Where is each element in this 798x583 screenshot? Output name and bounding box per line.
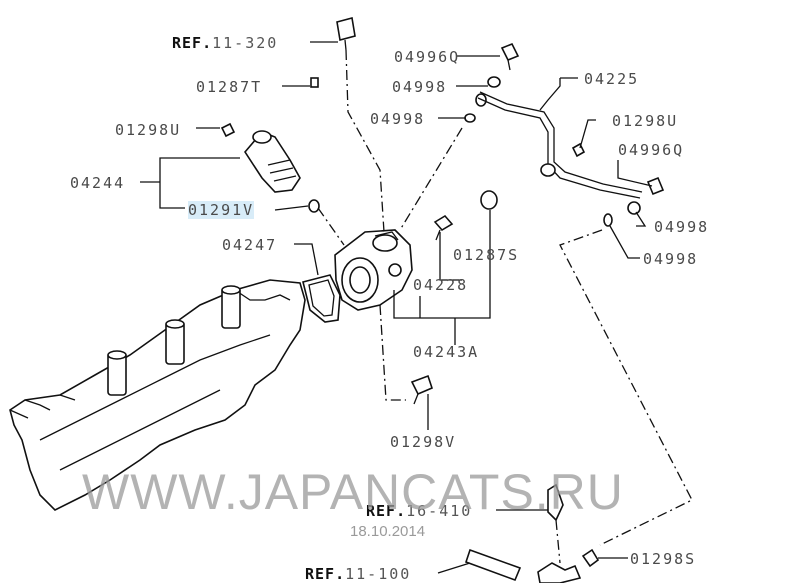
part-label-04996q[interactable]: 04996Q — [394, 48, 461, 66]
date-stamp: 18.10.2014 — [350, 523, 426, 540]
part-label-04243a[interactable]: 04243A — [413, 343, 480, 361]
small-hardware-drawing — [220, 17, 665, 568]
part-label-04998[interactable]: 04998 — [392, 78, 448, 96]
ref-number: 16-410 — [406, 502, 473, 520]
hose-end-drawing — [537, 562, 582, 583]
ref-number: 11-100 — [345, 565, 412, 583]
part-label-04247[interactable]: 04247 — [222, 236, 278, 254]
ref-prefix: REF. — [305, 565, 346, 583]
part-label-01298u[interactable]: 01298U — [115, 121, 182, 139]
ref-prefix: REF. — [172, 34, 213, 52]
ref-prefix: REF. — [366, 502, 407, 520]
part-label-04228[interactable]: 04228 — [413, 276, 469, 294]
vacuum-pump-drawing — [334, 229, 413, 311]
leader-lines — [140, 41, 693, 574]
ref-11-100-label[interactable]: REF.11-100 — [305, 565, 411, 583]
ref-number: 11-320 — [212, 34, 279, 52]
ref-16-410-label[interactable]: REF.16-410 — [366, 502, 472, 520]
solenoid-valve-drawing — [244, 130, 301, 193]
ref-11-320-label[interactable]: REF.11-320 — [172, 34, 278, 52]
part-label-04998[interactable]: 04998 — [643, 250, 699, 268]
watermark-text: WWW.JAPANCATS.RU — [82, 464, 624, 520]
part-label-04244[interactable]: 04244 — [70, 174, 126, 192]
part-label-01287t[interactable]: 01287T — [196, 78, 263, 96]
part-label-04998[interactable]: 04998 — [654, 218, 710, 236]
part-label-01287s[interactable]: 01287S — [453, 246, 520, 264]
part-label-01298u[interactable]: 01298U — [612, 112, 679, 130]
part-label-04996q[interactable]: 04996Q — [618, 141, 685, 159]
part-label-01298v[interactable]: 01298V — [390, 433, 457, 451]
part-label-04225[interactable]: 04225 — [584, 70, 640, 88]
part-label-01298s[interactable]: 01298S — [630, 550, 697, 568]
part-label-01291v[interactable]: 01291V — [188, 201, 255, 219]
cylinder-head-drawing — [9, 279, 306, 511]
vacuum-pipe-04225 — [477, 97, 641, 199]
part-label-04998[interactable]: 04998 — [370, 110, 426, 128]
